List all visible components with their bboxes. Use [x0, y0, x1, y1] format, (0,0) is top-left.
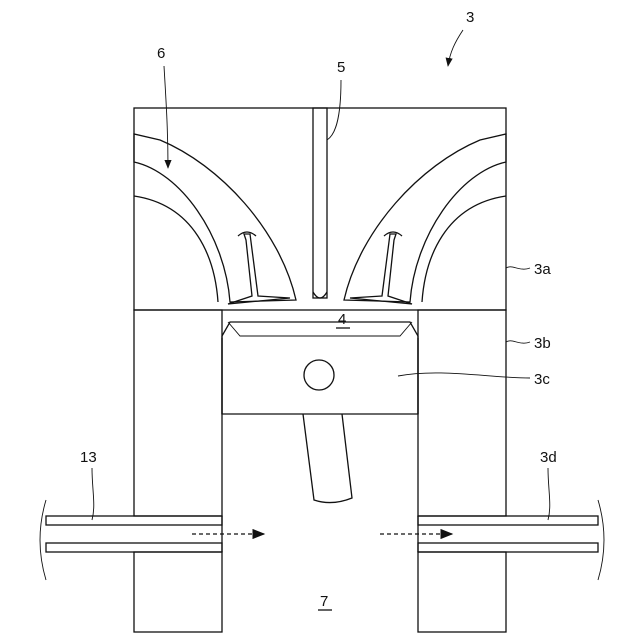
- label-chamber: 4: [338, 311, 346, 328]
- piston-pin: [304, 360, 334, 390]
- piston: [222, 322, 418, 503]
- cylinder-head: [134, 108, 506, 310]
- fuel-injector: [313, 108, 327, 298]
- label-head: 3a: [534, 261, 551, 278]
- label-port: 6: [157, 45, 165, 62]
- right-valve: [350, 232, 412, 304]
- label-crankcase: 7: [320, 593, 328, 610]
- left-pipe: [40, 500, 222, 580]
- label-block: 3b: [534, 335, 551, 352]
- label-pipe-left: 13: [80, 449, 97, 466]
- label-piston: 3c: [534, 371, 550, 388]
- cylinder-block: [134, 310, 506, 632]
- label-pipe-right: 3d: [540, 449, 557, 466]
- connecting-rod: [303, 414, 352, 503]
- label-injector: 5: [337, 59, 345, 76]
- label-engine: 3: [466, 9, 474, 26]
- right-pipe: [418, 500, 604, 580]
- left-valve: [228, 232, 290, 304]
